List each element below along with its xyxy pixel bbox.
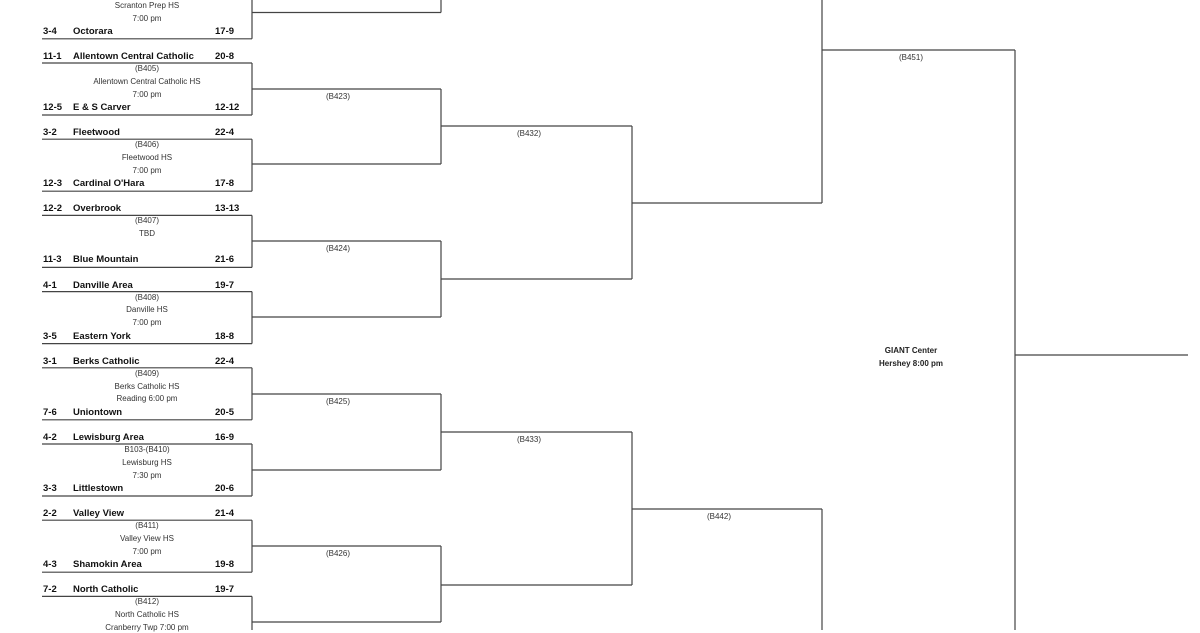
team-seed: 3-2 xyxy=(43,127,57,139)
team-seed: 4-3 xyxy=(43,559,57,571)
team-record: 21-4 xyxy=(215,508,235,520)
final-venue: GIANT Center xyxy=(884,346,938,355)
team-name: Uniontown xyxy=(73,406,123,418)
team-name: North Catholic xyxy=(73,584,139,596)
team-name: E & S Carver xyxy=(73,102,131,113)
game-info: 7:00 pm xyxy=(132,318,162,328)
team-name: Littlestown xyxy=(73,483,124,494)
game-info: Berks Catholic HS xyxy=(114,381,180,391)
game-info: B103-(B410) xyxy=(124,445,170,454)
team-seed: 4-1 xyxy=(43,279,57,291)
game-info: (B408) xyxy=(134,292,159,302)
team-seed: 7-6 xyxy=(43,406,57,418)
team-record: 21-6 xyxy=(215,254,235,266)
team-record: 19-7 xyxy=(215,279,235,291)
team-name: Danville Area xyxy=(73,279,133,291)
team-record: 16-9 xyxy=(215,432,235,443)
final-game-label: (B451) xyxy=(898,53,923,62)
team-seed: 4-2 xyxy=(43,432,57,443)
game-label: (B433) xyxy=(516,435,541,444)
team-seed: 11-1 xyxy=(43,51,62,62)
team-record: 18-8 xyxy=(215,330,235,342)
team-record: 20-8 xyxy=(215,51,235,62)
team-seed: 3-4 xyxy=(43,25,57,37)
team-name: Cardinal O'Hara xyxy=(73,178,145,190)
team-record: 22-4 xyxy=(215,127,235,139)
team-name: Blue Mountain xyxy=(73,254,139,266)
game-info: North Catholic HS xyxy=(114,610,180,620)
game-info: (B405) xyxy=(134,64,159,73)
game-label: (B423) xyxy=(325,92,350,101)
game-label: (B424) xyxy=(325,244,350,253)
team-seed: 12-2 xyxy=(43,203,63,215)
final-location-time: Hershey 8:00 pm xyxy=(878,359,944,368)
game-info: TBD xyxy=(139,229,155,239)
game-info: (B411) xyxy=(135,521,159,531)
game-label: (B432) xyxy=(516,129,541,138)
team-seed: 12-3 xyxy=(43,178,63,190)
game-info: (B412) xyxy=(134,597,159,607)
game-info: Lewisburg HS xyxy=(122,457,172,467)
team-record: 19-8 xyxy=(215,559,235,571)
game-info: (B406) xyxy=(134,140,159,150)
team-seed: 7-2 xyxy=(43,584,57,596)
game-info: Allentown Central Catholic HS xyxy=(93,76,201,86)
game-info: (B409) xyxy=(134,368,159,378)
team-name: Overbrook xyxy=(73,203,122,215)
team-seed: 3-3 xyxy=(43,483,57,494)
team-record: 13-13 xyxy=(215,203,240,215)
game-label: (B442) xyxy=(706,512,731,521)
game-label: (B425) xyxy=(325,397,350,406)
game-info: Cranberry Twp 7:00 pm xyxy=(105,623,189,632)
team-name: Octorara xyxy=(73,25,113,37)
game-info: Fleetwood HS xyxy=(121,153,173,162)
team-seed: 2-2 xyxy=(43,508,57,520)
team-name: Lewisburg Area xyxy=(73,432,144,443)
team-record: 19-7 xyxy=(215,584,235,596)
game-label: (B426) xyxy=(325,549,350,558)
team-record: 20-6 xyxy=(215,483,235,494)
team-name: Berks Catholic xyxy=(73,355,140,367)
team-seed: 11-3 xyxy=(43,254,62,266)
team-record: 17-9 xyxy=(215,25,235,37)
game-info: Valley View HS xyxy=(120,534,174,543)
team-seed: 3-5 xyxy=(43,330,57,342)
team-name: Valley View xyxy=(73,508,125,520)
team-record: 12-12 xyxy=(215,102,240,113)
team-name: Allentown Central Catholic xyxy=(73,51,194,62)
team-record: 22-4 xyxy=(215,355,235,367)
team-name: Fleetwood xyxy=(73,127,120,139)
team-seed: 12-5 xyxy=(43,102,63,113)
team-record: 20-5 xyxy=(215,406,235,418)
team-record: 17-8 xyxy=(215,178,235,190)
game-info: Danville HS xyxy=(126,305,168,315)
game-info: Scranton Prep HS xyxy=(114,0,180,10)
team-name: Eastern York xyxy=(73,330,131,342)
game-info: 7:00 pm xyxy=(132,546,162,556)
game-info: 7:30 pm xyxy=(132,470,162,480)
game-info: Reading 6:00 pm xyxy=(116,394,178,404)
team-seed: 3-1 xyxy=(43,355,57,367)
team-name: Shamokin Area xyxy=(73,559,142,571)
game-info: (B407) xyxy=(134,216,159,226)
game-info: 7:00 pm xyxy=(132,165,162,175)
game-info: 7:00 pm xyxy=(132,89,162,99)
game-info: 7:00 pm xyxy=(132,13,162,23)
